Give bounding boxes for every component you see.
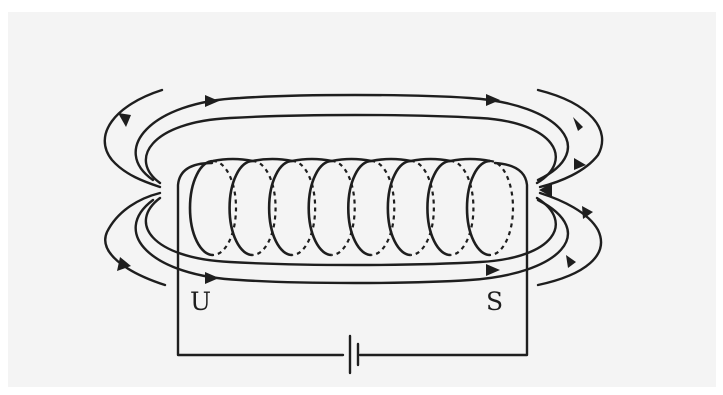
field-line-bottom-inner bbox=[144, 196, 557, 267]
coil-turn-back bbox=[331, 159, 356, 257]
arrow-bottom-outer-right bbox=[486, 264, 500, 276]
field-arrows bbox=[117, 94, 593, 284]
arrow-top-outer-right bbox=[486, 94, 500, 106]
field-line-left-upper bbox=[103, 88, 164, 189]
arrow-top-outer-left bbox=[205, 95, 219, 107]
coil-turn-front bbox=[267, 157, 332, 257]
field-line-top-outer bbox=[134, 93, 570, 182]
field-line-left-lower bbox=[104, 191, 167, 287]
magnetic-field-lines bbox=[103, 88, 604, 287]
arrow-bottom-outer-left bbox=[205, 272, 219, 284]
solenoid-coil bbox=[188, 157, 515, 257]
south-pole-label: S bbox=[486, 287, 504, 316]
coil-turn-back bbox=[410, 159, 435, 257]
coil-turn-front bbox=[307, 157, 372, 257]
field-line-right-upper bbox=[536, 88, 604, 189]
diagram-panel bbox=[8, 12, 716, 387]
arrow-right-upper bbox=[573, 117, 583, 131]
coil-turn-back bbox=[292, 159, 317, 257]
coil-turn-back bbox=[252, 159, 277, 257]
coil-turn-front bbox=[386, 157, 451, 257]
coil-turn-back bbox=[450, 159, 475, 257]
field-line-bottom-outer bbox=[134, 198, 570, 285]
arrow-left-lower bbox=[117, 257, 131, 271]
coil-turn-back bbox=[489, 159, 515, 257]
battery-symbol bbox=[348, 334, 360, 375]
arrow-right-mid bbox=[539, 183, 552, 197]
field-line-right-lower bbox=[536, 191, 603, 287]
coil-turn-back bbox=[212, 159, 238, 257]
coil-turn-front bbox=[426, 157, 491, 257]
right-lead-wire bbox=[358, 161, 529, 357]
coil-turn-front bbox=[465, 159, 491, 257]
arrow-right-lower bbox=[566, 255, 576, 268]
arrow-left-upper bbox=[118, 113, 131, 127]
coil-turn-back bbox=[371, 159, 396, 257]
coil-turn-front bbox=[188, 157, 253, 257]
coil-turn-front bbox=[228, 157, 293, 257]
field-line-top-inner bbox=[144, 113, 557, 185]
coil-turn-front bbox=[346, 157, 412, 257]
north-pole-label: U bbox=[190, 287, 212, 316]
arrow-right-mid-lower bbox=[582, 206, 593, 219]
arrow-right-mid-upper bbox=[574, 158, 586, 170]
